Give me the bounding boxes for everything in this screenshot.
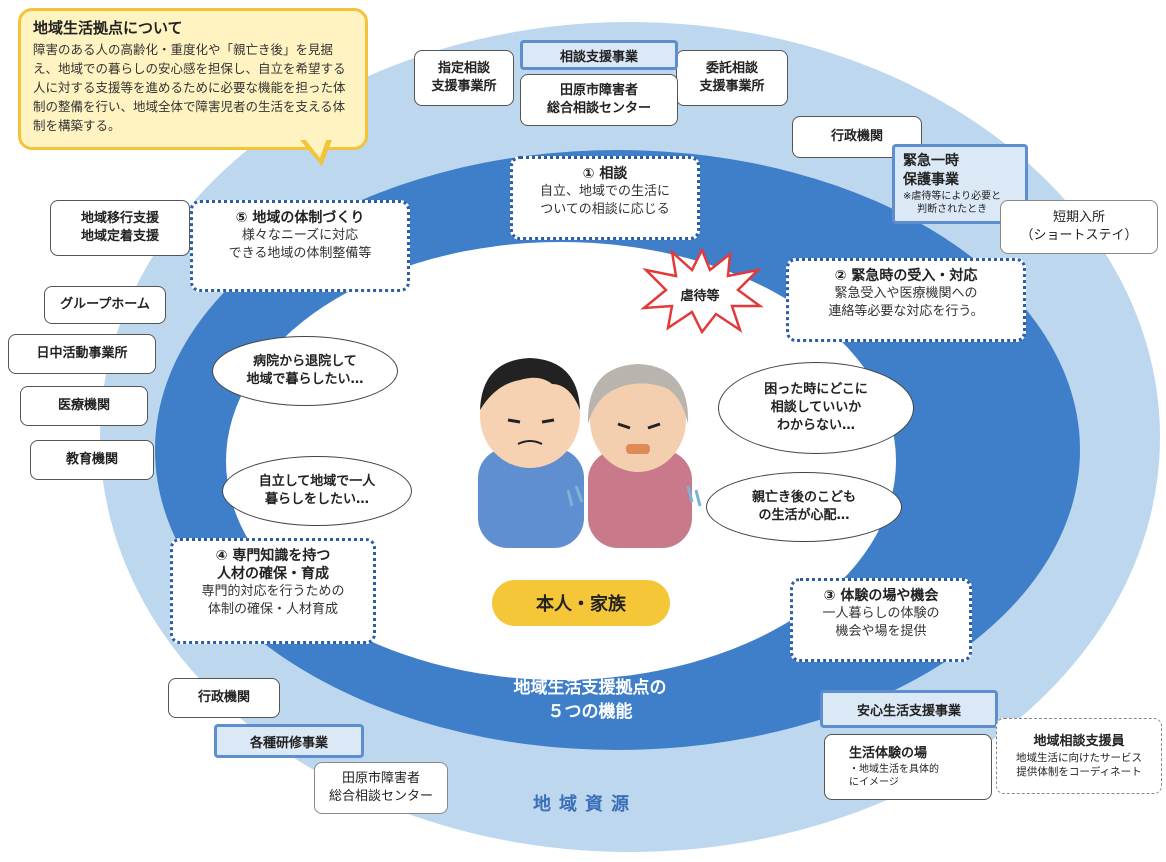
- function-experience-title: ③ 体験の場や機会: [823, 588, 939, 604]
- function-expert-personnel: ④ 専門知識を持つ 人材の確保・育成 専門的対応を行うための 体制の確保・人材育…: [170, 538, 376, 644]
- education-institution: 教育機関: [30, 440, 154, 480]
- bubble-after-parents: 親亡き後のこども の生活が心配…: [706, 472, 902, 542]
- parent-hair: [587, 364, 689, 424]
- function-regional-desc: 様々なニーズに対応 できる地域の体制整備等: [228, 228, 372, 261]
- general-consult-center: 田原市障害者 総合相談センター: [520, 74, 678, 126]
- about-note-body: 障害のある人の高齢化・重度化や「親亡き後」を見据え、地域での暮らしの安心感を担保…: [33, 42, 346, 133]
- function-emergency-title: ② 緊急時の受入・対応: [834, 268, 978, 284]
- regional-consult-staff-desc: 地域生活に向けたサービス 提供体制をコーディネート: [1016, 752, 1142, 778]
- safe-living-support-header: 安心生活支援事業: [820, 690, 998, 728]
- function-experience-desc: 一人暮らしの体験の 機会や場を提供: [822, 606, 940, 639]
- living-experience-title: 生活体験の場: [849, 746, 928, 761]
- function-experience: ③ 体験の場や機会 一人暮らしの体験の 機会や場を提供: [790, 578, 972, 662]
- emergency-protection-box: 緊急一時 保護事業 ※虐待等により必要と 判断されたとき: [892, 144, 1028, 224]
- medical-institution: 医療機関: [20, 386, 148, 426]
- function-emergency-desc: 緊急受入や医療機関への 連絡等必要な対応を行う。: [828, 286, 984, 319]
- emergency-note: ※虐待等により必要と 判断されたとき: [903, 191, 1002, 215]
- parent-body: [588, 450, 692, 548]
- training-program: 各種研修事業: [214, 724, 364, 758]
- bubble-no-one-to-consult: 困った時にどこに 相談していいか わからない…: [718, 362, 914, 454]
- commissioned-consult-office: 委託相談 支援事業所: [676, 50, 788, 106]
- group-home: グループホーム: [44, 286, 166, 324]
- bubble-independence: 自立して地域で一人 暮らしをしたい…: [222, 456, 412, 526]
- about-note: 地域生活拠点について 障害のある人の高齢化・重度化や「親亡き後」を見据え、地域で…: [18, 8, 368, 150]
- living-experience-box: 生活体験の場 ・地域生活を具体的 にイメージ: [824, 734, 992, 800]
- young-person-hair: [480, 358, 580, 410]
- person-family-label: 本人・家族: [492, 580, 670, 626]
- function-consultation-title: ① 相談: [582, 166, 628, 182]
- community-transition-support: 地域移行支援 地域定着支援: [50, 200, 190, 256]
- emergency-title: 緊急一時 保護事業: [903, 153, 959, 188]
- abuse-label: 虐待等: [680, 289, 720, 304]
- function-expert-title: ④ 専門知識を持つ 人材の確保・育成: [215, 548, 331, 582]
- function-regional-system: ⑤ 地域の体制づくり 様々なニーズに対応 できる地域の体制整備等: [190, 200, 410, 292]
- short-stay-box: 短期入所 （ショートステイ）: [1000, 200, 1158, 254]
- young-person-face: [480, 364, 580, 468]
- designated-consult-office: 指定相談 支援事業所: [414, 50, 514, 106]
- person-family-illustration: [478, 358, 702, 548]
- young-person-body: [478, 448, 584, 548]
- bubble-discharge: 病院から退院して 地域で暮らしたい…: [212, 336, 398, 406]
- function-consultation-desc: 自立、地域での生活に ついての相談に応じる: [539, 184, 670, 217]
- parent-face: [590, 368, 686, 472]
- about-note-title: 地域生活拠点について: [33, 19, 183, 37]
- note-tail-fill: [304, 138, 327, 158]
- regional-consult-staff-title: 地域相談支援員: [1033, 734, 1125, 749]
- admin-agency-bottom: 行政機関: [168, 678, 280, 718]
- consult-support-header: 相談支援事業: [520, 40, 678, 70]
- abuse-starburst: [640, 246, 764, 334]
- living-experience-desc: ・地域生活を具体的 にイメージ: [849, 764, 939, 788]
- function-emergency-response: ② 緊急時の受入・対応 緊急受入や医療機関への 連絡等必要な対応を行う。: [786, 258, 1026, 342]
- function-consultation: ① 相談 自立、地域での生活に ついての相談に応じる: [510, 156, 700, 240]
- function-regional-title: ⑤ 地域の体制づくり: [235, 210, 365, 226]
- regional-consult-staff-box: 地域相談支援員 地域生活に向けたサービス 提供体制をコーディネート: [996, 718, 1162, 794]
- day-activity-office: 日中活動事業所: [8, 334, 156, 374]
- general-consult-center-bottom: 田原市障害者 総合相談センター: [314, 762, 448, 814]
- regional-resources-title: 地域資源: [533, 794, 637, 815]
- function-expert-desc: 専門的対応を行うための 体制の確保・人材育成: [201, 584, 345, 617]
- five-functions-title: 地域生活支援拠点の ５つの機能: [513, 678, 667, 722]
